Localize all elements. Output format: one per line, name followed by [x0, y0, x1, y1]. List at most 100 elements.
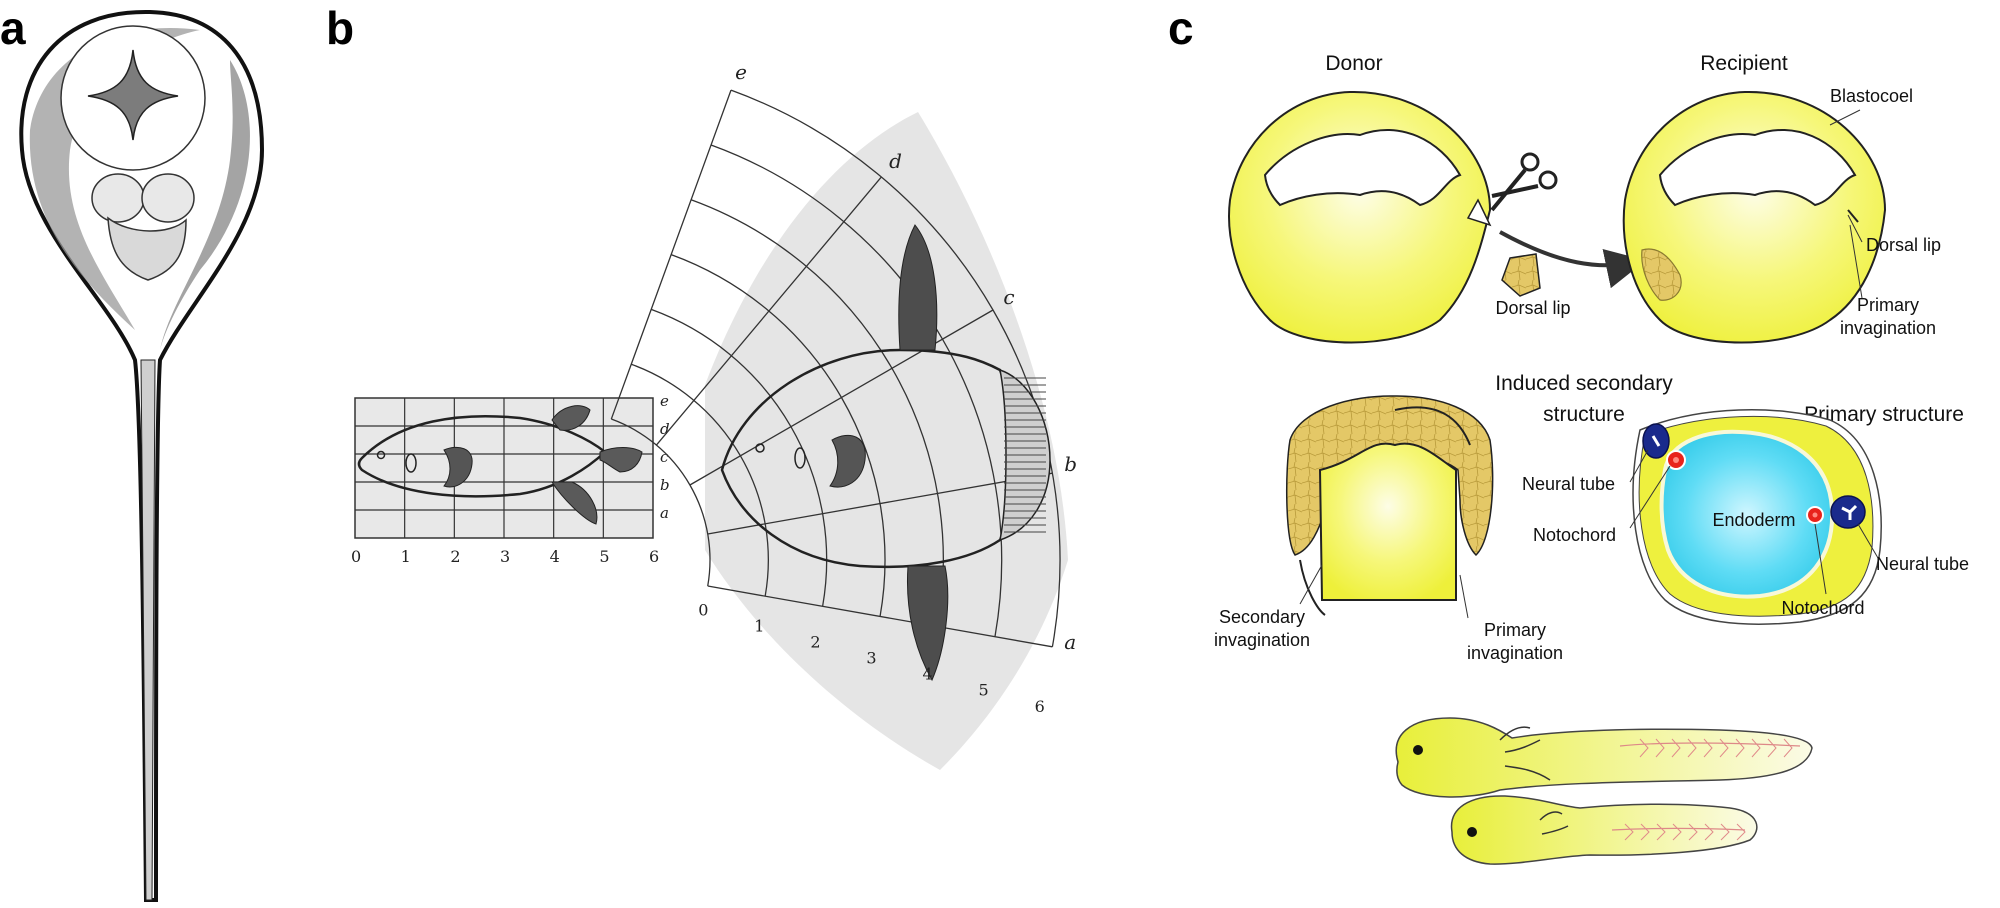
donor-embryo-body	[1228, 90, 1492, 344]
somite-chevron	[1720, 823, 1730, 841]
rect-grid-col-label: 5	[599, 547, 609, 566]
somite-chevron	[1639, 738, 1649, 758]
recipient-embryo	[1622, 90, 1887, 344]
double-invagination-gastrula	[1268, 392, 1494, 616]
leader-notochord-right	[1814, 523, 1827, 595]
somite-chevron	[1672, 823, 1682, 841]
rect-grid-col-label: 4	[550, 547, 560, 566]
warped-grid-col-label: 4	[922, 665, 932, 684]
leader-neural-tube-left	[1629, 449, 1649, 483]
homunculus-body	[107, 216, 187, 281]
somite-chevron	[1671, 738, 1681, 758]
fish-eye-rect	[376, 450, 386, 460]
donor-lip-cut	[1466, 198, 1492, 227]
panel-a: a	[0, 2, 265, 902]
warped-grid-row-label: d	[889, 149, 902, 173]
conjoined-tadpoles	[1395, 717, 1813, 865]
rect-grid-col-label: 1	[401, 547, 411, 566]
fish-anal-fin-rect	[551, 481, 598, 525]
title-primary-structure: Primary structure	[1804, 403, 1964, 426]
title-donor: Donor	[1325, 52, 1382, 75]
sunfish-gill	[794, 447, 806, 469]
warped-grid-col-label: 3	[866, 649, 876, 668]
warped-grid-row-label: a	[1064, 630, 1076, 654]
warped-grid-col-label: 1	[754, 616, 764, 635]
label-neural-tube-left: Neural tube	[1522, 474, 1615, 494]
warped-grid-row-label: e	[735, 60, 747, 84]
warped-grid-col-label: 5	[979, 681, 989, 700]
homunculus-head-right	[141, 173, 195, 223]
panel-c: c Donor Recipient Dorsal lip	[1168, 2, 1969, 865]
somite-chevron	[1719, 738, 1729, 758]
label-blastocoel: Blastocoel	[1830, 86, 1913, 106]
title-induced-secondary-line-2: structure	[1543, 403, 1625, 426]
title-recipient: Recipient	[1700, 52, 1788, 75]
gastrula-yolk-core	[1318, 442, 1457, 601]
homunculus-head-left	[91, 173, 145, 223]
somite-chevron	[1688, 823, 1698, 841]
somite-chevron	[1735, 738, 1745, 758]
panel-letter-c: c	[1168, 2, 1194, 54]
somite-chevron	[1736, 823, 1746, 841]
recipient-blastocoel	[1658, 129, 1857, 207]
sunfish-eye	[755, 443, 765, 453]
leader-neural-tube-right	[1857, 523, 1879, 559]
recipient-embryo-body	[1622, 90, 1887, 344]
warped-grid-background	[705, 112, 1068, 770]
warped-grid-arc	[710, 144, 1003, 637]
somite-chevron	[1687, 738, 1697, 758]
rect-grid-col-label: 2	[450, 547, 460, 566]
label-primary-invagination-top-1: Primary	[1857, 295, 1919, 315]
leader-dorsal-lip	[1847, 214, 1863, 243]
scissors-icon	[1490, 152, 1558, 212]
label-dorsal-lip-recipient: Dorsal lip	[1866, 235, 1941, 255]
label-endoderm: Endoderm	[1712, 510, 1795, 530]
leader-primary-invagination-mid	[1459, 574, 1469, 619]
fish-tail-fin-rect	[599, 447, 643, 473]
donor-embryo	[1228, 90, 1492, 344]
rect-grid-row-label: b	[660, 476, 670, 494]
tadpole-lower	[1450, 795, 1758, 865]
somite-chevron	[1767, 738, 1777, 758]
tadpole-lower-eye	[1467, 827, 1477, 837]
rect-grid-row-label: c	[660, 448, 669, 466]
warped-grid-lines	[610, 89, 1061, 648]
warped-grid-arc	[611, 418, 711, 587]
label-notochord-left: Notochord	[1533, 525, 1616, 545]
tadpole-upper-gills	[1499, 726, 1551, 781]
somite-chevron	[1783, 738, 1793, 758]
warped-grid-row-labels: e d c b a	[735, 60, 1077, 654]
rect-grid-row-label: e	[660, 392, 669, 410]
transplant-arrow	[1499, 230, 1646, 289]
donor-blastocoel	[1263, 129, 1462, 207]
title-induced-secondary-line-1: Induced secondary	[1495, 372, 1673, 395]
tadpole-upper	[1395, 717, 1813, 798]
fish-gill-rect	[405, 453, 417, 473]
fish-dorsal-fin-rect	[551, 405, 591, 431]
warped-grid-row-label: b	[1064, 452, 1077, 476]
fish-pectoral-fin-rect	[443, 446, 473, 488]
cross-section-embryo	[1632, 409, 1882, 625]
excised-dorsal-lip	[1501, 253, 1541, 297]
warped-grid-arc	[730, 89, 1061, 647]
label-secondary-invagination-1: Secondary	[1219, 607, 1305, 627]
warped-grid-arc	[670, 253, 886, 617]
homunculus-sperm-illustration	[19, 9, 265, 902]
leader-secondary-invagination	[1299, 564, 1323, 605]
warped-grid-row-label: c	[1003, 285, 1014, 309]
sunfish-anal-fin	[906, 565, 949, 682]
label-primary-invagination-top-2: invagination	[1840, 318, 1936, 338]
warped-grid-arc	[690, 199, 944, 627]
rect-grid-col-label: 6	[649, 547, 659, 566]
warped-grid-col-label: 6	[1035, 697, 1045, 716]
warped-grid-arc	[650, 308, 828, 607]
somite-chevron	[1655, 738, 1665, 758]
sunfish-dorsal-fin	[898, 224, 938, 351]
